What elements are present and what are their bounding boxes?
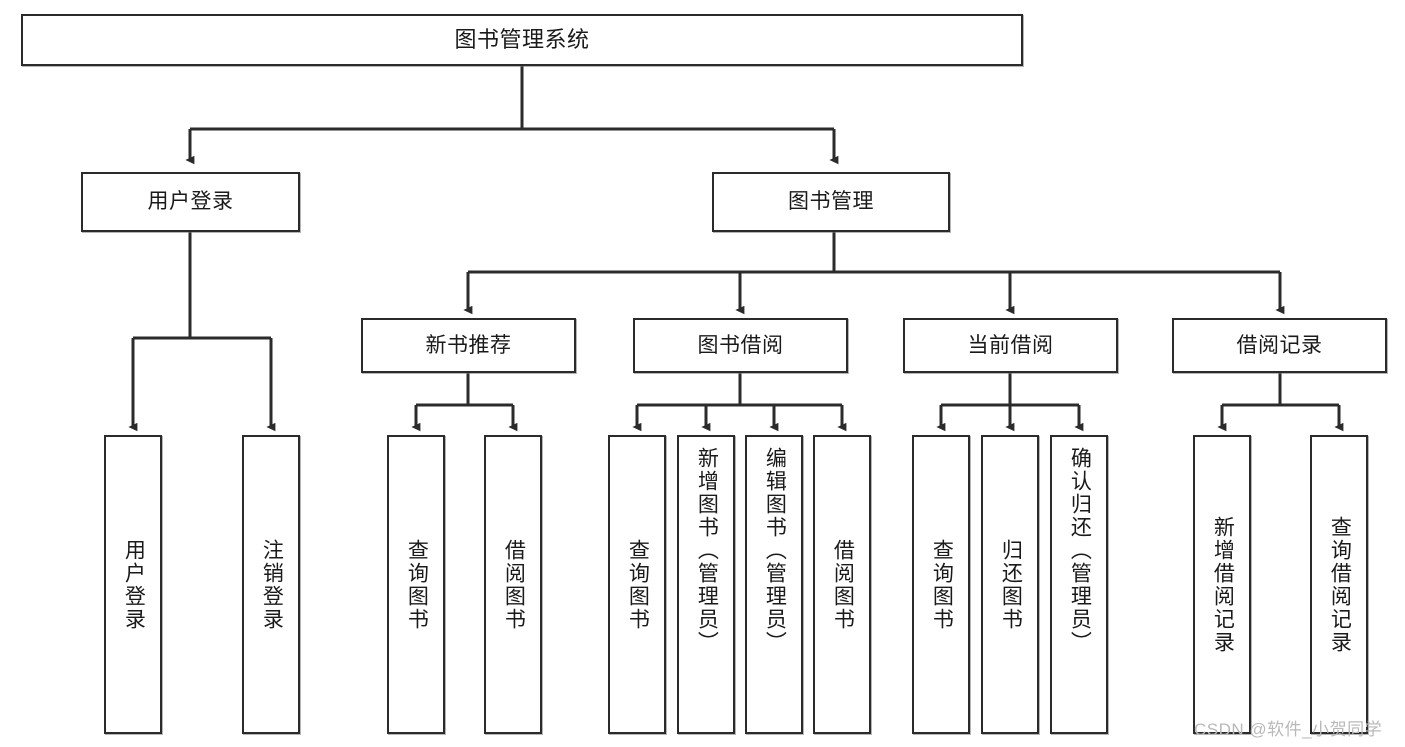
node-leaf-return-book[interactable]: 归还图书 bbox=[981, 435, 1039, 734]
node-leaf-user-login[interactable]: 用户登录 bbox=[104, 435, 162, 734]
node-book-borrow[interactable]: 图书借阅 bbox=[633, 318, 848, 373]
node-borrow-record[interactable]: 借阅记录 bbox=[1172, 318, 1387, 373]
node-label: 用户登录 bbox=[147, 190, 234, 214]
node-label: 当前借阅 bbox=[967, 333, 1054, 357]
node-leaf-query-borrow-record[interactable]: 查询借阅记录 bbox=[1310, 435, 1368, 734]
node-new-book-recommend[interactable]: 新书推荐 bbox=[361, 318, 576, 373]
node-leaf-add-book-admin[interactable]: 新增图书（管理员） bbox=[677, 435, 735, 734]
csdn-watermark: CSDN @软件_小贺同学 bbox=[1194, 720, 1383, 739]
node-root-book-management-system[interactable]: 图书管理系统 bbox=[21, 14, 1023, 66]
node-label: 借阅图书 bbox=[502, 538, 526, 631]
node-label: 编辑图书（管理员） bbox=[763, 447, 787, 654]
node-label: 归还图书 bbox=[999, 538, 1023, 631]
node-label: 查询借阅记录 bbox=[1328, 515, 1352, 654]
node-label: 确认归还（管理员） bbox=[1068, 447, 1092, 654]
node-label: 图书借阅 bbox=[697, 333, 784, 357]
node-label: 新增借阅记录 bbox=[1211, 515, 1235, 654]
node-leaf-query-book-recommend[interactable]: 查询图书 bbox=[387, 435, 445, 734]
node-leaf-query-book-current[interactable]: 查询图书 bbox=[912, 435, 970, 734]
node-leaf-borrow-book[interactable]: 借阅图书 bbox=[813, 435, 871, 734]
node-label: 查询图书 bbox=[626, 538, 650, 631]
node-label: 查询图书 bbox=[405, 538, 429, 631]
node-label: 借阅记录 bbox=[1236, 333, 1323, 357]
node-leaf-query-book-borrow[interactable]: 查询图书 bbox=[608, 435, 666, 734]
node-label: 新书推荐 bbox=[425, 333, 512, 357]
node-leaf-add-borrow-record[interactable]: 新增借阅记录 bbox=[1193, 435, 1251, 734]
node-book-management[interactable]: 图书管理 bbox=[712, 172, 950, 232]
node-leaf-borrow-book-recommend[interactable]: 借阅图书 bbox=[484, 435, 542, 734]
node-label: 新增图书（管理员） bbox=[695, 447, 719, 654]
node-current-borrow[interactable]: 当前借阅 bbox=[903, 318, 1118, 373]
node-user-login[interactable]: 用户登录 bbox=[81, 172, 300, 232]
node-label: 图书管理 bbox=[788, 190, 874, 214]
node-leaf-logout-login[interactable]: 注销登录 bbox=[242, 435, 300, 734]
node-leaf-confirm-return-admin[interactable]: 确认归还（管理员） bbox=[1050, 435, 1108, 734]
node-label: 查询图书 bbox=[930, 538, 954, 631]
node-label: 注销登录 bbox=[260, 538, 284, 631]
node-label: 借阅图书 bbox=[831, 538, 855, 631]
node-label: 用户登录 bbox=[122, 538, 146, 631]
node-leaf-edit-book-admin[interactable]: 编辑图书（管理员） bbox=[745, 435, 803, 734]
node-label: 图书管理系统 bbox=[454, 26, 590, 52]
